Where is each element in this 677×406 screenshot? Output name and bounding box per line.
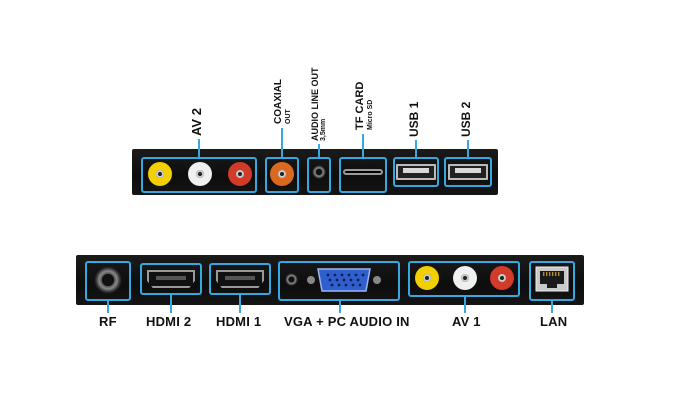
usb2-label: USB 2 xyxy=(459,101,473,137)
hdmi1-highlight xyxy=(209,263,271,295)
rf-connector-icon[interactable] xyxy=(94,266,122,294)
av2-highlight xyxy=(141,157,257,193)
rca-yellow-icon[interactable] xyxy=(148,162,172,186)
av1-lead xyxy=(464,297,466,313)
vga-lead xyxy=(339,301,341,313)
ethernet-port-icon[interactable] xyxy=(535,266,569,292)
rf-highlight xyxy=(85,261,131,301)
usb1-label: USB 1 xyxy=(407,101,421,137)
av1-label: AV 1 xyxy=(452,314,481,329)
tf-card-lead xyxy=(362,134,364,157)
hdmi1-label: HDMI 1 xyxy=(216,314,262,329)
tf-card-highlight xyxy=(339,157,387,193)
rca-yellow-icon[interactable] xyxy=(415,266,439,290)
rca-red-icon[interactable] xyxy=(490,266,514,290)
vga-highlight xyxy=(278,261,400,301)
usb1-highlight xyxy=(393,157,439,187)
hdmi-port-icon[interactable] xyxy=(147,270,195,288)
av1-highlight xyxy=(408,261,520,297)
vga-label: VGA + PC AUDIO IN xyxy=(284,314,410,329)
lan-label: LAN xyxy=(540,314,568,329)
rca-white-icon[interactable] xyxy=(188,162,212,186)
coaxial-jack-icon[interactable] xyxy=(270,162,294,186)
coaxial-highlight xyxy=(265,157,299,193)
sd-slot-icon[interactable] xyxy=(343,169,383,175)
lan-lead xyxy=(551,301,553,313)
audio-out-highlight xyxy=(307,157,331,193)
av2-label: AV 2 xyxy=(189,108,204,136)
usb1-lead xyxy=(415,140,417,157)
hdmi2-lead xyxy=(170,295,172,313)
usb-port-icon[interactable] xyxy=(448,164,488,180)
vga-port-icon[interactable] xyxy=(306,266,382,294)
audio-out-lead xyxy=(318,144,320,157)
audio-jack-icon[interactable] xyxy=(312,165,326,179)
hdmi1-lead xyxy=(239,295,241,313)
hdmi-port-icon[interactable] xyxy=(216,270,264,288)
coaxial-lead xyxy=(281,128,283,157)
lan-highlight xyxy=(529,261,575,301)
usb-port-icon[interactable] xyxy=(396,164,436,180)
rca-white-icon[interactable] xyxy=(453,266,477,290)
usb2-highlight xyxy=(444,157,492,187)
rf-label: RF xyxy=(99,314,117,329)
audio-jack-icon[interactable] xyxy=(285,273,298,286)
rf-lead xyxy=(107,301,109,313)
usb2-lead xyxy=(467,140,469,157)
hdmi2-highlight xyxy=(140,263,202,295)
av2-lead xyxy=(198,139,200,157)
rca-red-icon[interactable] xyxy=(228,162,252,186)
hdmi2-label: HDMI 2 xyxy=(146,314,192,329)
